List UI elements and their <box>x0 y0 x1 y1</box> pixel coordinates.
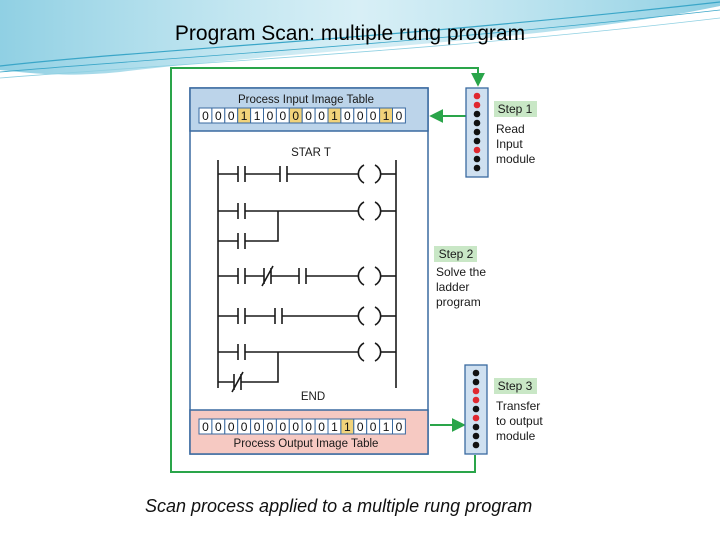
input-module-led-icon <box>473 101 481 109</box>
input-bit-cell <box>392 107 406 124</box>
output-bit-value: 0 <box>241 420 248 434</box>
input-bit-value: 0 <box>305 109 312 123</box>
rung-2 <box>218 201 396 249</box>
step-1-line-2: Input <box>496 137 523 151</box>
output-module-led-icon <box>472 405 480 413</box>
figure-caption: Scan process applied to a multiple rung … <box>145 496 533 516</box>
input-module-led-icon <box>473 128 481 136</box>
branch-contact <box>218 211 279 249</box>
output-bit-value: 0 <box>254 420 261 434</box>
page-title: Program Scan: multiple rung program <box>174 22 526 45</box>
step-1-callout: Step 1 Read Input module <box>494 101 537 166</box>
input-module-led-icon <box>473 137 481 145</box>
output-module-led-icon <box>472 387 480 395</box>
rung-4 <box>218 306 396 326</box>
step-2-line-2: ladder <box>436 280 469 294</box>
step-2-callout: Step 2 Solve the ladder program <box>434 246 486 309</box>
output-bit-value: 0 <box>292 420 299 434</box>
step-2-line-3: program <box>436 295 481 309</box>
rung-5 <box>218 342 396 393</box>
output-module-led-icon <box>472 423 480 431</box>
decorative-swoosh <box>0 0 720 79</box>
input-bit-value: 0 <box>267 109 274 123</box>
step-1-line-1: Read <box>496 122 525 136</box>
input-module-leds <box>473 92 481 172</box>
output-bit-cell <box>392 418 406 435</box>
output-module-led-icon <box>472 396 480 404</box>
rung-3 <box>218 265 396 287</box>
output-bit-value: 1 <box>383 420 390 434</box>
rung-1 <box>218 164 396 184</box>
end-label: END <box>301 391 325 403</box>
step-1-line-3: module <box>496 152 536 166</box>
input-bit-value: 0 <box>280 109 287 123</box>
output-bit-value: 0 <box>318 420 325 434</box>
input-bit-value: 1 <box>331 109 338 123</box>
step-3-line-1: Transfer <box>496 399 540 413</box>
input-bit-value: 0 <box>292 109 299 123</box>
input-bit-value: 1 <box>383 109 390 123</box>
input-bit-value: 0 <box>344 109 351 123</box>
step-2-line-1: Solve the <box>436 265 486 279</box>
input-bit-value: 0 <box>357 109 364 123</box>
output-module-led-icon <box>472 432 480 440</box>
output-module-led-icon <box>472 378 480 386</box>
input-module-led-icon <box>473 155 481 163</box>
output-module-led-icon <box>472 369 480 377</box>
output-table-label: Process Output Image Table <box>234 438 379 450</box>
input-module-led-icon <box>473 110 481 118</box>
output-module-led-icon <box>472 414 480 422</box>
input-bit-value: 0 <box>215 109 222 123</box>
step-3-line-3: module <box>496 429 536 443</box>
input-bit-value: 1 <box>241 109 248 123</box>
step-2-title: Step 2 <box>439 247 474 261</box>
input-bit-value: 0 <box>202 109 209 123</box>
program-frame <box>189 87 429 455</box>
step-1-title: Step 1 <box>498 102 533 116</box>
output-bit-value: 0 <box>267 420 274 434</box>
scan-flow-lines <box>170 67 485 473</box>
flow-loop-line <box>170 67 485 473</box>
input-bit-value: 0 <box>318 109 325 123</box>
output-module-led-icon <box>472 441 480 449</box>
output-bit-value: 1 <box>331 420 338 434</box>
output-bit-value: 0 <box>370 420 377 434</box>
output-bit-value: 1 <box>344 420 351 434</box>
input-bit-value: 0 <box>370 109 377 123</box>
input-module-led-icon <box>473 119 481 127</box>
input-table-label: Process Input Image Table <box>238 94 374 106</box>
input-module-led-icon <box>473 92 481 100</box>
output-module-leds <box>472 369 480 449</box>
output-bit-value: 0 <box>396 420 403 434</box>
output-bit-value: 0 <box>228 420 235 434</box>
output-bit-value: 0 <box>215 420 222 434</box>
output-bit-value: 0 <box>305 420 312 434</box>
output-bit-value: 0 <box>280 420 287 434</box>
step-3-title: Step 3 <box>498 379 533 393</box>
step-3-line-2: to output <box>496 414 543 428</box>
step-3-callout: Step 3 Transfer to output module <box>494 378 543 443</box>
input-module-led-icon <box>473 164 481 172</box>
output-bit-value: 0 <box>202 420 209 434</box>
start-label: STAR T <box>291 147 331 159</box>
input-bit-value: 0 <box>228 109 235 123</box>
input-module-led-icon <box>473 146 481 154</box>
ladder-diagram <box>217 160 397 393</box>
output-bit-value: 0 <box>357 420 364 434</box>
branch-nc-contact <box>218 352 279 393</box>
input-bit-value: 0 <box>396 109 403 123</box>
input-bit-value: 1 <box>254 109 261 123</box>
